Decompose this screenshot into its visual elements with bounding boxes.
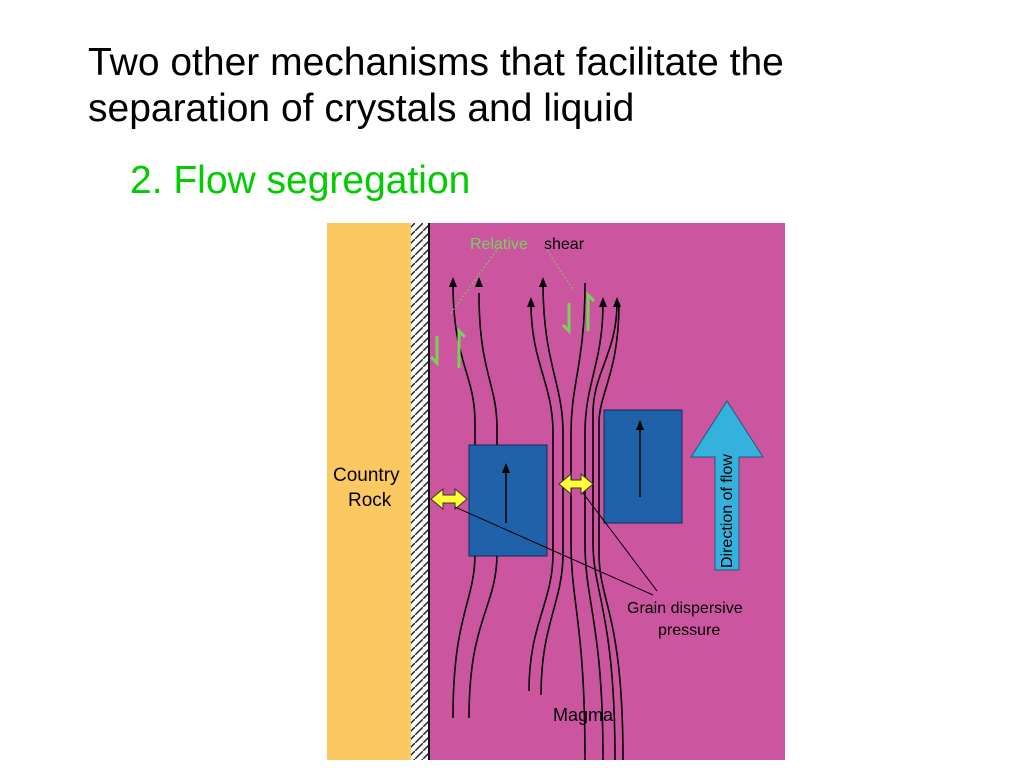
- flow-line-6: [584, 302, 604, 760]
- arrowhead-2: [475, 277, 483, 287]
- shear-arrow-1a: [429, 336, 439, 367]
- crystal-upper: [603, 409, 683, 524]
- country-rock-zone: [327, 223, 411, 760]
- pressure-arrow-left: [430, 487, 468, 511]
- flow-line-4: [540, 282, 564, 696]
- relative-label: Relative: [470, 236, 528, 253]
- slide-title: Two other mechanisms that facilitate the…: [88, 40, 988, 132]
- slide-subtitle: 2. Flow segregation: [130, 159, 471, 202]
- direction-of-flow-label: Direction of flow: [719, 454, 736, 568]
- arrowhead-6: [613, 297, 621, 307]
- slide-title-line-1: Two other mechanisms that facilitate the: [88, 41, 784, 84]
- shear-arrow-1b: [457, 327, 467, 368]
- flow-line-8: [598, 302, 624, 760]
- pressure-arrow-right: [558, 472, 594, 496]
- shear-arrow-2b: [586, 291, 596, 331]
- crystal-lower: [468, 444, 548, 557]
- shear-label: shear: [544, 236, 585, 253]
- grain-dispersive-label-line-2: pressure: [658, 622, 720, 639]
- shear-leader-lines: [450, 246, 575, 314]
- flow-segregation-diagram: Direction of flow Relative shear Country…: [327, 223, 785, 760]
- pressure-leader-lines: [454, 492, 658, 596]
- arrowhead-5: [599, 297, 607, 307]
- arrowhead-3: [527, 297, 535, 307]
- country-rock-label-line-2: Rock: [348, 490, 392, 511]
- magma-label: Magma: [553, 705, 614, 725]
- slide-title-line-2: separation of crystals and liquid: [88, 87, 635, 130]
- direction-of-flow-arrow: [690, 400, 764, 571]
- diagram-svg: Direction of flow Relative shear Country…: [327, 223, 785, 760]
- flow-line-3: [528, 302, 554, 692]
- arrowhead-1: [449, 277, 457, 287]
- grain-dispersive-label-line-1: Grain dispersive: [627, 600, 743, 617]
- shear-arrow-2a: [561, 303, 571, 335]
- flow-arrowheads: [449, 277, 621, 307]
- flow-line-7: [592, 302, 618, 760]
- country-rock-label-line-1: Country: [333, 465, 400, 486]
- shear-arrows: [429, 291, 596, 368]
- contact-hatch: [411, 223, 429, 760]
- flow-line-5: [570, 282, 586, 760]
- arrowhead-4: [539, 277, 547, 287]
